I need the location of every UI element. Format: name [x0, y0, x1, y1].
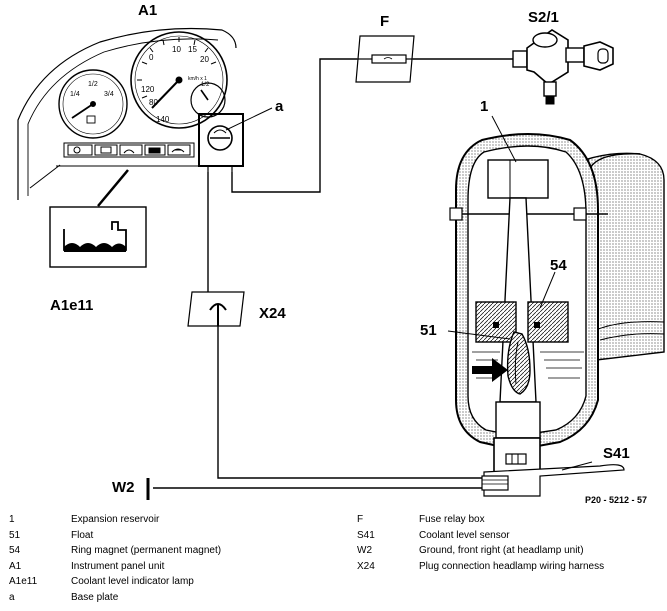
- svg-text:1/4: 1/4: [70, 91, 80, 98]
- legend: 1 Expansion reservoir 51 Float 54 Ring magn…: [0, 512, 667, 608]
- legend-row: A1e11 Coolant level indicator lamp: [9, 574, 339, 590]
- svg-text:3/4: 3/4: [104, 91, 114, 98]
- plug-connection-x24: [187, 291, 245, 327]
- label-1: 1: [480, 98, 489, 115]
- legend-desc: Ring magnet (permanent magnet): [71, 545, 222, 556]
- legend-code: A1e11: [9, 576, 38, 587]
- legend-code: a: [9, 591, 15, 603]
- svg-text:140: 140: [156, 115, 170, 124]
- legend-left-column: 1 Expansion reservoir 51 Float 54 Ring magn…: [9, 512, 339, 605]
- label-w2: W2: [112, 479, 135, 496]
- legend-code: A1: [9, 560, 22, 572]
- legend-row: 54 Ring magnet (permanent magnet): [9, 543, 339, 559]
- legend-row: A1 Instrument panel unit: [9, 559, 339, 575]
- legend-desc: Coolant level sensor: [419, 529, 510, 541]
- callout-leaders: [447, 115, 593, 471]
- figure-reference-code: P20 - 5212 - 57: [585, 495, 648, 505]
- legend-desc: Fuse relay box: [419, 514, 485, 525]
- label-s2-1: S2/1: [528, 9, 559, 26]
- svg-text:80: 80: [149, 98, 158, 107]
- svg-text:1/2: 1/2: [201, 82, 210, 88]
- label-54: 54: [550, 257, 567, 274]
- svg-text:20: 20: [200, 55, 209, 64]
- speedometer-numbers: 0 10 15 20 120 80 140 km/h x 1 1/2: [141, 45, 210, 124]
- legend-desc: Coolant level indicator lamp: [71, 576, 194, 587]
- svg-text:1/2: 1/2: [88, 81, 98, 88]
- svg-text:0: 0: [149, 53, 154, 62]
- legend-row: W2 Ground, front right (at headlamp unit): [357, 543, 662, 559]
- svg-text:km/h x 1: km/h x 1: [188, 76, 207, 82]
- svg-text:10: 10: [172, 45, 181, 54]
- svg-text:15: 15: [188, 45, 197, 54]
- label-a: a: [275, 98, 284, 115]
- label-x24: X24: [259, 305, 286, 322]
- legend-code: X24: [357, 560, 375, 572]
- legend-row: F Fuse relay box: [357, 512, 662, 528]
- fuel-gauge-numbers: 1/2 1/4 3/4: [70, 81, 114, 98]
- legend-row: S41 Coolant level sensor: [357, 528, 662, 544]
- legend-desc: Instrument panel unit: [71, 560, 165, 572]
- speedometer: [130, 31, 228, 129]
- expansion-reservoir: [449, 133, 665, 497]
- legend-row: X24 Plug connection headlamp wiring harne…: [357, 559, 662, 575]
- wiring-diagram: 0 10 15 20 120 80 140 km/h x 1 1/2 1/2 1…: [17, 27, 665, 500]
- callout-leader-a: [225, 107, 273, 131]
- legend-row: a Base plate: [9, 590, 339, 606]
- legend-row: 1 Expansion reservoir: [9, 512, 339, 528]
- label-s41: S41: [603, 445, 630, 462]
- fuse-relay-box: [355, 35, 415, 83]
- instrument-panel-unit: [17, 27, 237, 200]
- legend-code: 1: [9, 514, 15, 525]
- legend-desc: Expansion reservoir: [71, 514, 160, 525]
- legend-desc: Plug connection headlamp wiring harness: [419, 560, 605, 572]
- legend-code: S41: [357, 529, 375, 541]
- label-a1: A1: [138, 2, 158, 19]
- legend-code: 51: [9, 529, 21, 541]
- label-a1e11: A1e11: [50, 297, 94, 314]
- fuel-gauge: [58, 69, 128, 139]
- base-plate: [198, 113, 244, 172]
- legend-desc: Ground, front right (at headlamp unit): [419, 545, 584, 556]
- legend-desc: Float: [71, 529, 94, 541]
- ignition-switch: [512, 29, 614, 105]
- legend-row: 51 Float: [9, 528, 339, 544]
- legend-code: F: [357, 514, 364, 525]
- label-f: F: [380, 13, 390, 30]
- svg-text:120: 120: [141, 85, 155, 94]
- wiring: [153, 58, 513, 489]
- legend-desc: Base plate: [71, 591, 119, 603]
- label-51: 51: [420, 322, 437, 339]
- warning-lamp-row: [63, 142, 195, 158]
- coolant-indicator-lamp: [49, 169, 147, 268]
- legend-code: W2: [357, 545, 372, 556]
- legend-code: 54: [9, 545, 21, 556]
